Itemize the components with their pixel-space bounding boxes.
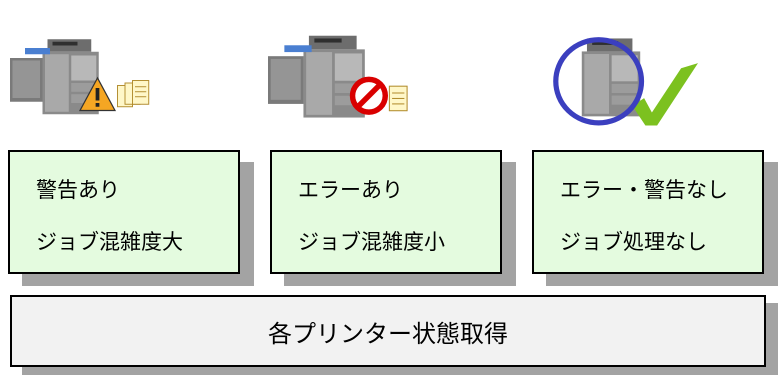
printer-icon (581, 38, 641, 117)
error-prohibited-icon (349, 76, 388, 115)
single-document-icon (388, 85, 408, 112)
status-line-2: ジョブ混雑度小 (298, 230, 445, 254)
bottom-box-label: 各プリンター状態取得 (268, 319, 508, 348)
status-line-1: 警告あり (36, 178, 120, 202)
circle-highlight (553, 37, 645, 126)
status-line-1: エラーあり (298, 178, 403, 202)
status-line-2: ジョブ処理なし (560, 230, 707, 254)
printer-warning-illustration (10, 39, 150, 115)
check-mark-icon (632, 63, 698, 126)
printer-icon (268, 35, 365, 118)
status-box-error: エラーあり ジョブ混雑度小 (270, 150, 502, 274)
warning-icon (78, 76, 117, 112)
status-box-ok: エラー・警告なし ジョブ処理なし (532, 150, 764, 274)
printer-status-acquisition-box: 各プリンター状態取得 (10, 295, 766, 367)
printer-icon (10, 39, 99, 115)
printer-ok-illustration (553, 37, 698, 126)
status-line-1: エラー・警告なし (560, 178, 728, 202)
status-line-2: ジョブ混雑度大 (36, 230, 183, 254)
multiple-documents-icon (117, 80, 150, 108)
status-box-warning: 警告あり ジョブ混雑度大 (8, 150, 240, 274)
printer-error-illustration (268, 35, 408, 118)
